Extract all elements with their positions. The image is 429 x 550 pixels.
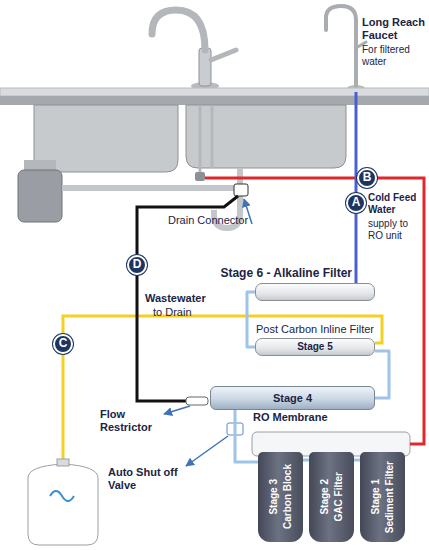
post-carbon-filter: Post Carbon Inline FilterStage 5 — [255, 338, 375, 356]
stage-label: Stage 5 — [297, 341, 333, 353]
callout-circle: D — [127, 255, 147, 275]
drain-connector — [234, 184, 248, 196]
ro-membrane-housing: Stage 4RO Membrane — [210, 386, 375, 410]
filter-title: RO Membrane — [253, 411, 328, 424]
storage-tank — [28, 464, 98, 545]
faucet-spout — [152, 10, 205, 50]
callout-letter: C — [59, 337, 68, 351]
callout-letter: D — [133, 258, 142, 272]
filter-title: Post Carbon Inline Filter — [256, 323, 374, 336]
flow-restrictor — [186, 397, 208, 405]
ro-faucet-gooseneck — [326, 6, 356, 86]
callout-letter: B — [363, 171, 372, 185]
countertop-edge — [0, 96, 429, 105]
callout-text: For filtered water — [362, 44, 428, 67]
supply-pipe — [211, 105, 214, 168]
water-tube — [375, 351, 389, 398]
sink-basin — [186, 105, 346, 168]
stage-label: Stage 3 — [268, 479, 280, 515]
drain-pipe — [62, 185, 240, 191]
countertop — [0, 88, 429, 96]
stage-label: Stage 4 — [273, 392, 312, 405]
callout-text: Auto Shut off Valve — [108, 466, 186, 491]
callout-circle: B — [357, 168, 377, 188]
filter-canister: Stage 2GAC Filter — [309, 452, 354, 542]
tank-logo — [50, 491, 74, 501]
shut-off-valve — [227, 423, 243, 435]
filter-type: Sediment Filter — [384, 461, 396, 533]
callout-text: Wastewater — [145, 292, 225, 305]
supply-pipe — [199, 105, 202, 176]
feed-valve — [195, 172, 205, 181]
alkaline-filter: Stage 6 - Alkaline Filter — [255, 283, 375, 301]
callout-text: to Drain — [153, 306, 223, 319]
filter-title: Stage 6 - Alkaline Filter — [220, 267, 352, 281]
drain-line — [137, 196, 238, 401]
faucet-line — [355, 92, 358, 283]
filter-type: GAC Filter — [333, 472, 345, 521]
callout-text: Cold Feed Water — [368, 192, 420, 215]
garbage-disposal — [18, 170, 62, 222]
callout-circle: C — [53, 334, 73, 354]
water-tube — [247, 292, 255, 347]
leader-line — [164, 406, 190, 414]
callout-text: Drain Connector — [168, 214, 258, 227]
callout-letter: A — [352, 196, 361, 210]
filter-canister: Stage 3Carbon Block — [258, 452, 303, 542]
callout-text: Long Reach Faucet — [362, 16, 428, 41]
faucet-body — [199, 48, 211, 86]
filter-type: Carbon Block — [282, 464, 294, 529]
faucet-handle — [211, 50, 236, 60]
callout-text: Flow Restrictor — [100, 408, 162, 433]
callout-circle: A — [346, 193, 366, 213]
stage-label: Stage 1 — [370, 479, 382, 515]
leader-line — [186, 436, 228, 466]
tank-line — [63, 316, 382, 466]
tank-valve — [57, 459, 69, 466]
callout-text: supply to RO unit — [368, 218, 420, 241]
filter-canister: Stage 1Sediment Filter — [360, 452, 405, 542]
stage-label: Stage 2 — [319, 479, 331, 515]
